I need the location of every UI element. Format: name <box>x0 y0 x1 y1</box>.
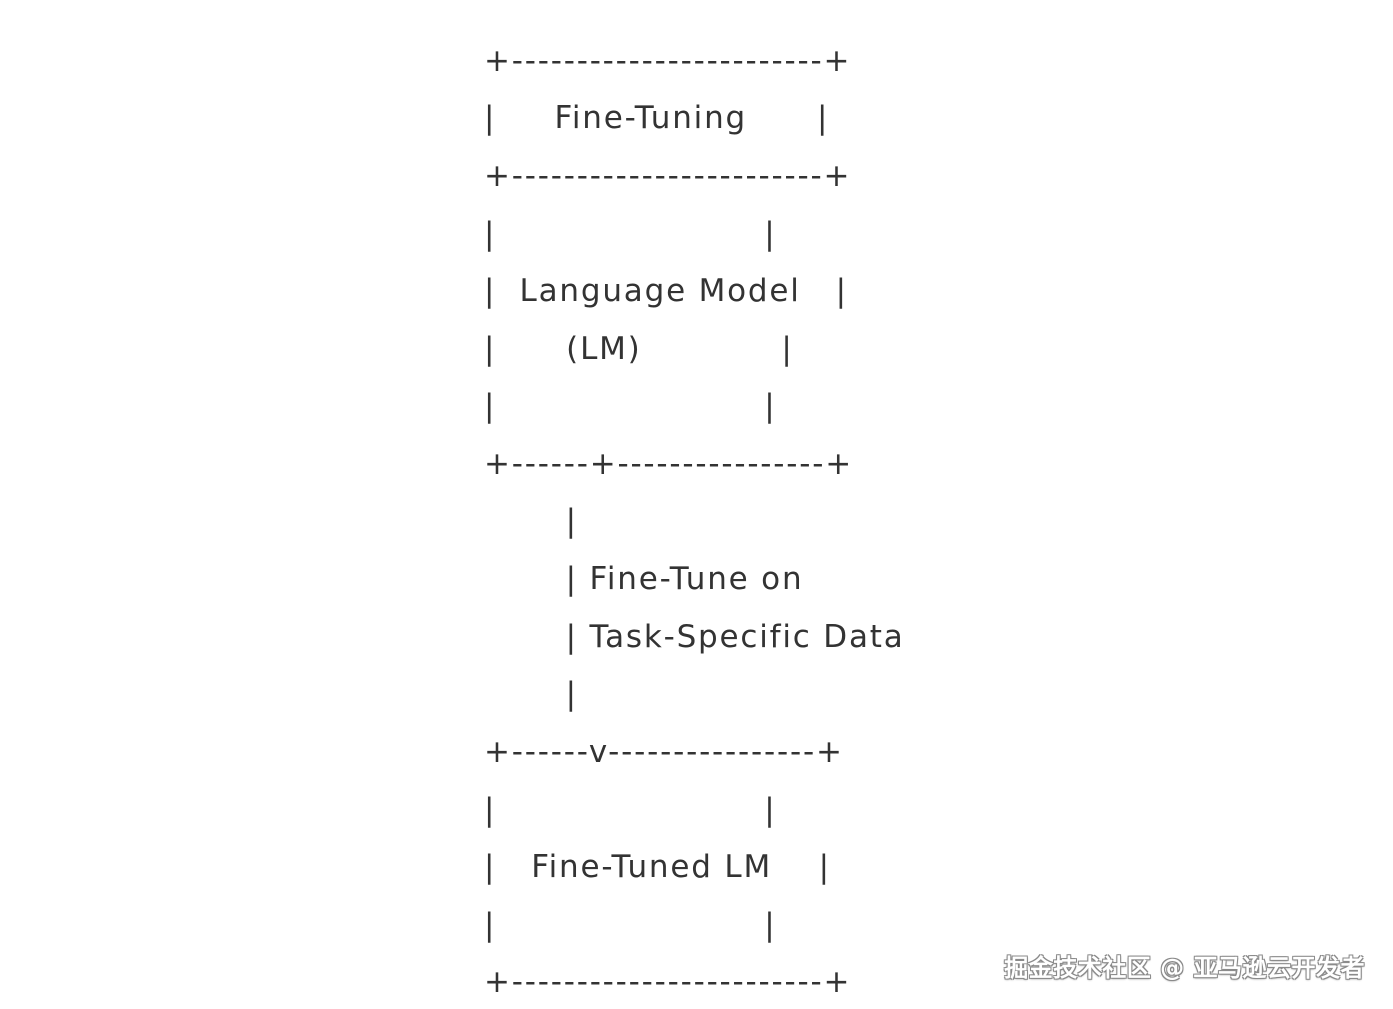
diagram-line-connector-2: | <box>484 676 578 712</box>
diagram-line-task-specific-data: | Task-Specific Data <box>484 619 905 655</box>
diagram-line-arrow-border: +------v----------------+ <box>484 734 844 770</box>
diagram-line-connector-1: | <box>484 503 578 539</box>
diagram-line-fine-tuning-title: | Fine-Tuning | <box>484 100 830 136</box>
diagram-line-bottom-border-final: +------------------------+ <box>484 964 852 1000</box>
diagram-line-lm-bottom-border: +------+----------------+ <box>484 446 854 482</box>
diagram-line-lm-box-blank-1: | | <box>484 216 777 252</box>
diagram-line-bottom-border-fine-tuning: +------------------------+ <box>484 158 852 194</box>
diagram-line-language-model: | Language Model | <box>484 273 848 309</box>
diagram-line-lm-abbrev: | (LM) | <box>484 331 794 367</box>
diagram-line-lm-box-blank-2: | | <box>484 388 777 424</box>
diagram-line-ftlm-box-blank-1: | | <box>484 792 777 828</box>
diagram-line-fine-tune-on: | Fine-Tune on <box>484 561 804 597</box>
watermark: 掘金技术社区 @ 亚马逊云开发者 <box>1004 954 1365 982</box>
diagram-line-top-border-fine-tuning: +------------------------+ <box>484 43 852 79</box>
diagram-line-fine-tuned-lm: | Fine-Tuned LM | <box>484 849 831 885</box>
diagram-line-ftlm-box-blank-2: | | <box>484 907 777 943</box>
